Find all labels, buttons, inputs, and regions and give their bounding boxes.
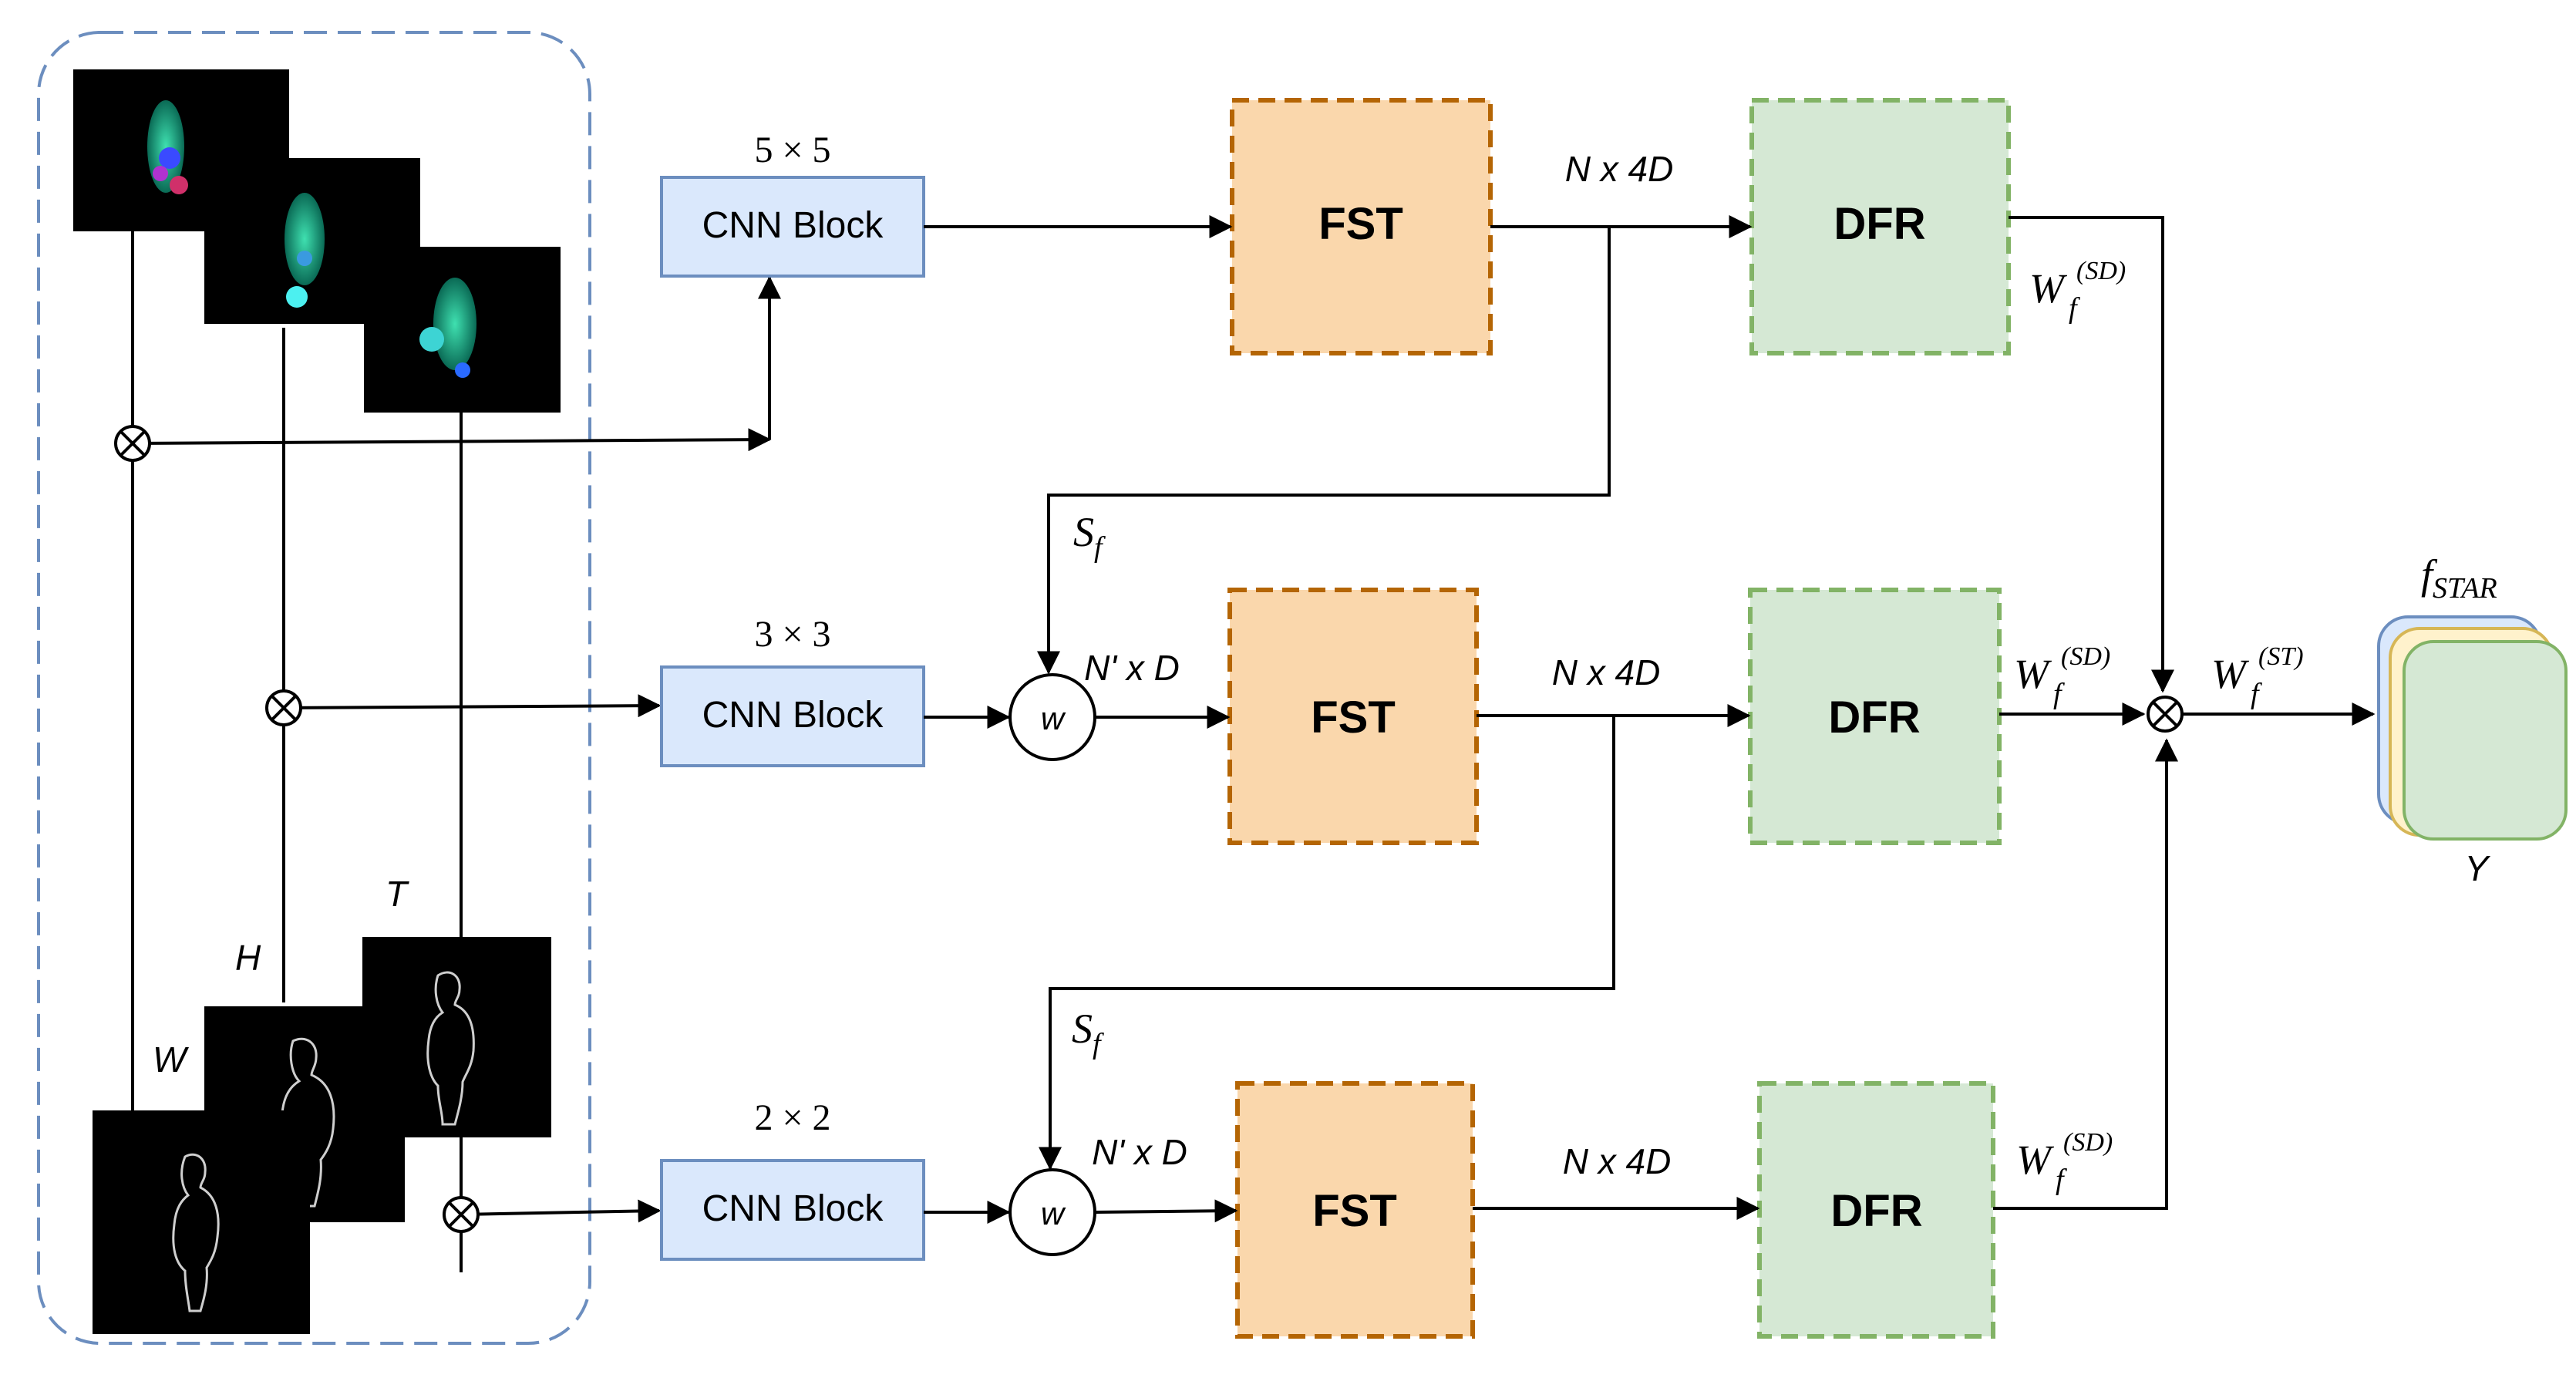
weight-label-top: W f (SD) [2029,257,2126,325]
weight-label-bottom-base: W [2016,1137,2055,1183]
weight-label-middle: W f (SD) [2014,642,2110,710]
weight-label-middle-sup: (SD) [2061,642,2110,671]
kernel-size-middle: 3 × 3 [754,614,830,655]
output-stack [2377,615,2568,841]
sf-label-1: Sf [1073,509,1106,564]
cnn-row-middle: 3 × 3 CNN Block [660,614,925,767]
dfr-bottom: DFR [1757,1081,1995,1339]
weight-label-top-sup: (SD) [2076,257,2126,285]
cnn-row-top: 5 × 5 CNN Block [660,130,925,278]
cnn-block-top-label: CNN Block [702,205,884,246]
weight-label-st: W f (ST) [2211,642,2304,710]
fusion-multiply-node [2147,696,2184,733]
weight-label-bottom-sub: f [2056,1164,2067,1196]
color-frame-stack [73,69,561,413]
weight-node-bottom-label: w [1041,1195,1066,1231]
weight-label-top-sub: f [2069,292,2080,325]
weight-label-bottom-sup: (SD) [2063,1128,2113,1157]
dim-label-top: N x 4D [1565,149,1674,189]
fst-middle-label: FST [1311,692,1396,743]
weight-label-bottom: W f (SD) [2016,1128,2113,1196]
dfr-bottom-label: DFR [1830,1186,1922,1236]
kernel-size-bottom: 2 × 2 [754,1097,830,1138]
multiply-node-1 [114,425,151,462]
weight-label-middle-sub: f [2053,678,2065,710]
multiply-node-2 [265,689,302,726]
output-label-sub: STAR [2433,572,2497,605]
output-card-green [2403,640,2568,841]
dim-label-bottom: N x 4D [1563,1141,1672,1181]
axis-label-t: T [386,874,409,914]
dfr-middle-label: DFR [1828,692,1920,743]
cnn-block-bottom [660,1159,925,1261]
connectors [924,215,2376,1224]
weight-label-st-base: W [2211,651,2250,697]
weight-node-bottom: w [1009,1168,1096,1256]
fst-bottom-label: FST [1312,1186,1397,1236]
group-multipliers [114,425,480,1233]
fst-bottom: FST [1235,1081,1475,1339]
weight-label-st-sup: (ST) [2258,642,2304,671]
dim-label-middle: N x 4D [1552,652,1661,692]
cnn-row-bottom: 2 × 2 CNN Block [660,1097,925,1261]
sf-label-2-base: S [1072,1006,1093,1052]
axis-label-w: W [153,1039,190,1080]
sf-label-2-sub: f [1093,1028,1104,1060]
sf-label-1-sub: f [1094,531,1106,564]
cnn-block-top [660,176,925,278]
dim-label-npd-bottom: N' x D [1092,1132,1187,1172]
cnn-block-middle-label: CNN Block [702,695,884,736]
weight-label-st-sub: f [2251,678,2262,710]
kernel-size-top: 5 × 5 [754,130,830,170]
sf-label-2: Sf [1072,1006,1104,1060]
silhouette-frame-w [93,1110,310,1334]
weight-label-middle-base: W [2014,651,2052,697]
fst-top: FST [1230,98,1493,355]
cnn-block-bottom-label: CNN Block [702,1188,884,1229]
dfr-middle: DFR [1748,588,2002,845]
output-y-label: Y [2465,848,2491,888]
fst-middle: FST [1227,588,1479,845]
dfr-top: DFR [1749,98,2011,355]
weight-label-top-base: W [2029,265,2068,312]
sf-label-1-base: S [1073,509,1094,555]
multiply-node-3 [443,1196,480,1233]
weight-node-middle-label: w [1041,700,1066,736]
weight-node-middle: w [1009,673,1096,761]
dfr-top-label: DFR [1834,199,1925,249]
fst-top-label: FST [1318,199,1403,249]
output-label: fSTAR [2421,551,2497,605]
dim-label-npd-middle: N' x D [1084,648,1180,688]
axis-label-h: H [235,938,261,978]
silhouette-frame-stack [93,937,551,1334]
input-group-frame [37,31,591,1345]
